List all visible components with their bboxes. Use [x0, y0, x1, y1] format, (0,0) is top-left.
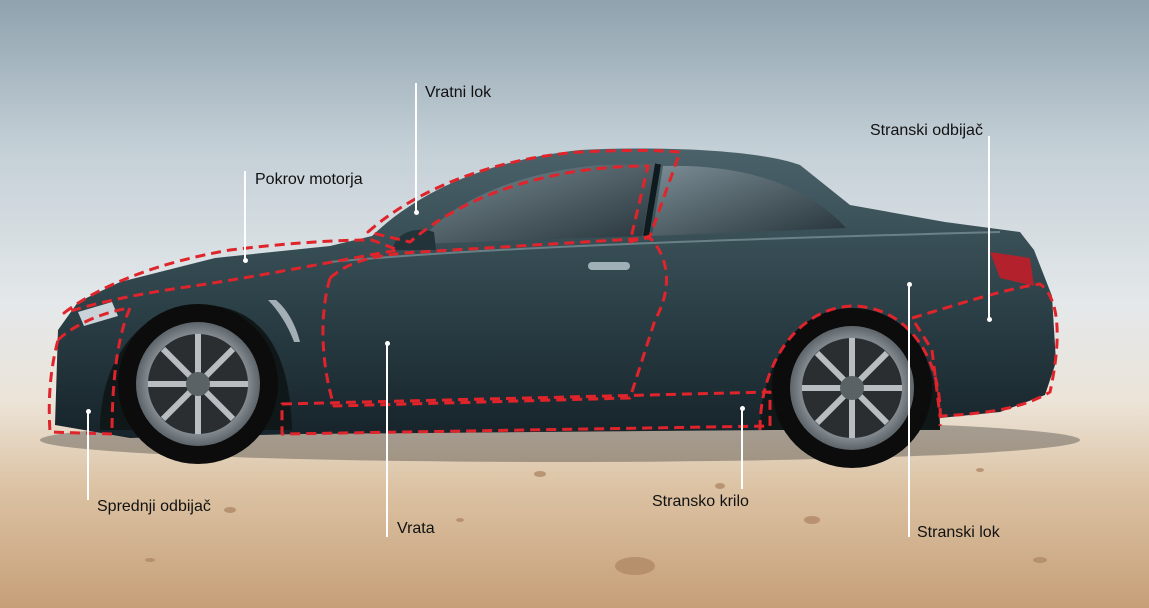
label-rear-arch: Stranski lok [917, 524, 1000, 541]
dot-rear-arch [907, 282, 912, 287]
outline-side-skirt [280, 390, 772, 436]
dot-hood [243, 258, 248, 263]
outline-front-bumper [47, 306, 132, 436]
leader-side-skirt [741, 409, 743, 489]
front-wheel [118, 304, 278, 464]
leader-door-arch [415, 83, 417, 213]
sand-pebbles [145, 468, 1047, 575]
label-front-bumper: Sprednji odbijač [97, 498, 211, 515]
outline-hood [62, 238, 400, 315]
dot-front-bumper [86, 409, 91, 414]
side-vent [268, 300, 300, 342]
window-front [418, 164, 655, 244]
leader-rear-bumper [988, 136, 990, 320]
window-rear [652, 165, 846, 236]
label-door-arch: Vratni lok [425, 84, 492, 101]
label-side-skirt: Stransko krilo [652, 493, 749, 510]
outline-rear-bumper [910, 282, 1059, 418]
dot-side-skirt [740, 406, 745, 411]
b-pillar [643, 163, 661, 237]
body-crease [329, 231, 1001, 263]
outline-door-arch [366, 149, 682, 244]
leader-hood [244, 171, 246, 261]
label-hood: Pokrov motorja [255, 171, 363, 188]
outline-door [321, 236, 668, 408]
part-outlines [47, 149, 1059, 436]
label-rear-bumper: Stranski odbijač [870, 122, 983, 139]
leader-rear-arch [908, 285, 910, 537]
door-handle [588, 262, 630, 270]
rear-wheel [772, 308, 932, 468]
dot-rear-bumper [987, 317, 992, 322]
dot-door-arch [414, 210, 419, 215]
dot-door [385, 341, 390, 346]
leader-door [386, 344, 388, 537]
leader-front-bumper [87, 412, 89, 500]
label-door: Vrata [397, 520, 435, 537]
outline-rear-arch [758, 304, 942, 431]
tail-light [990, 252, 1034, 286]
